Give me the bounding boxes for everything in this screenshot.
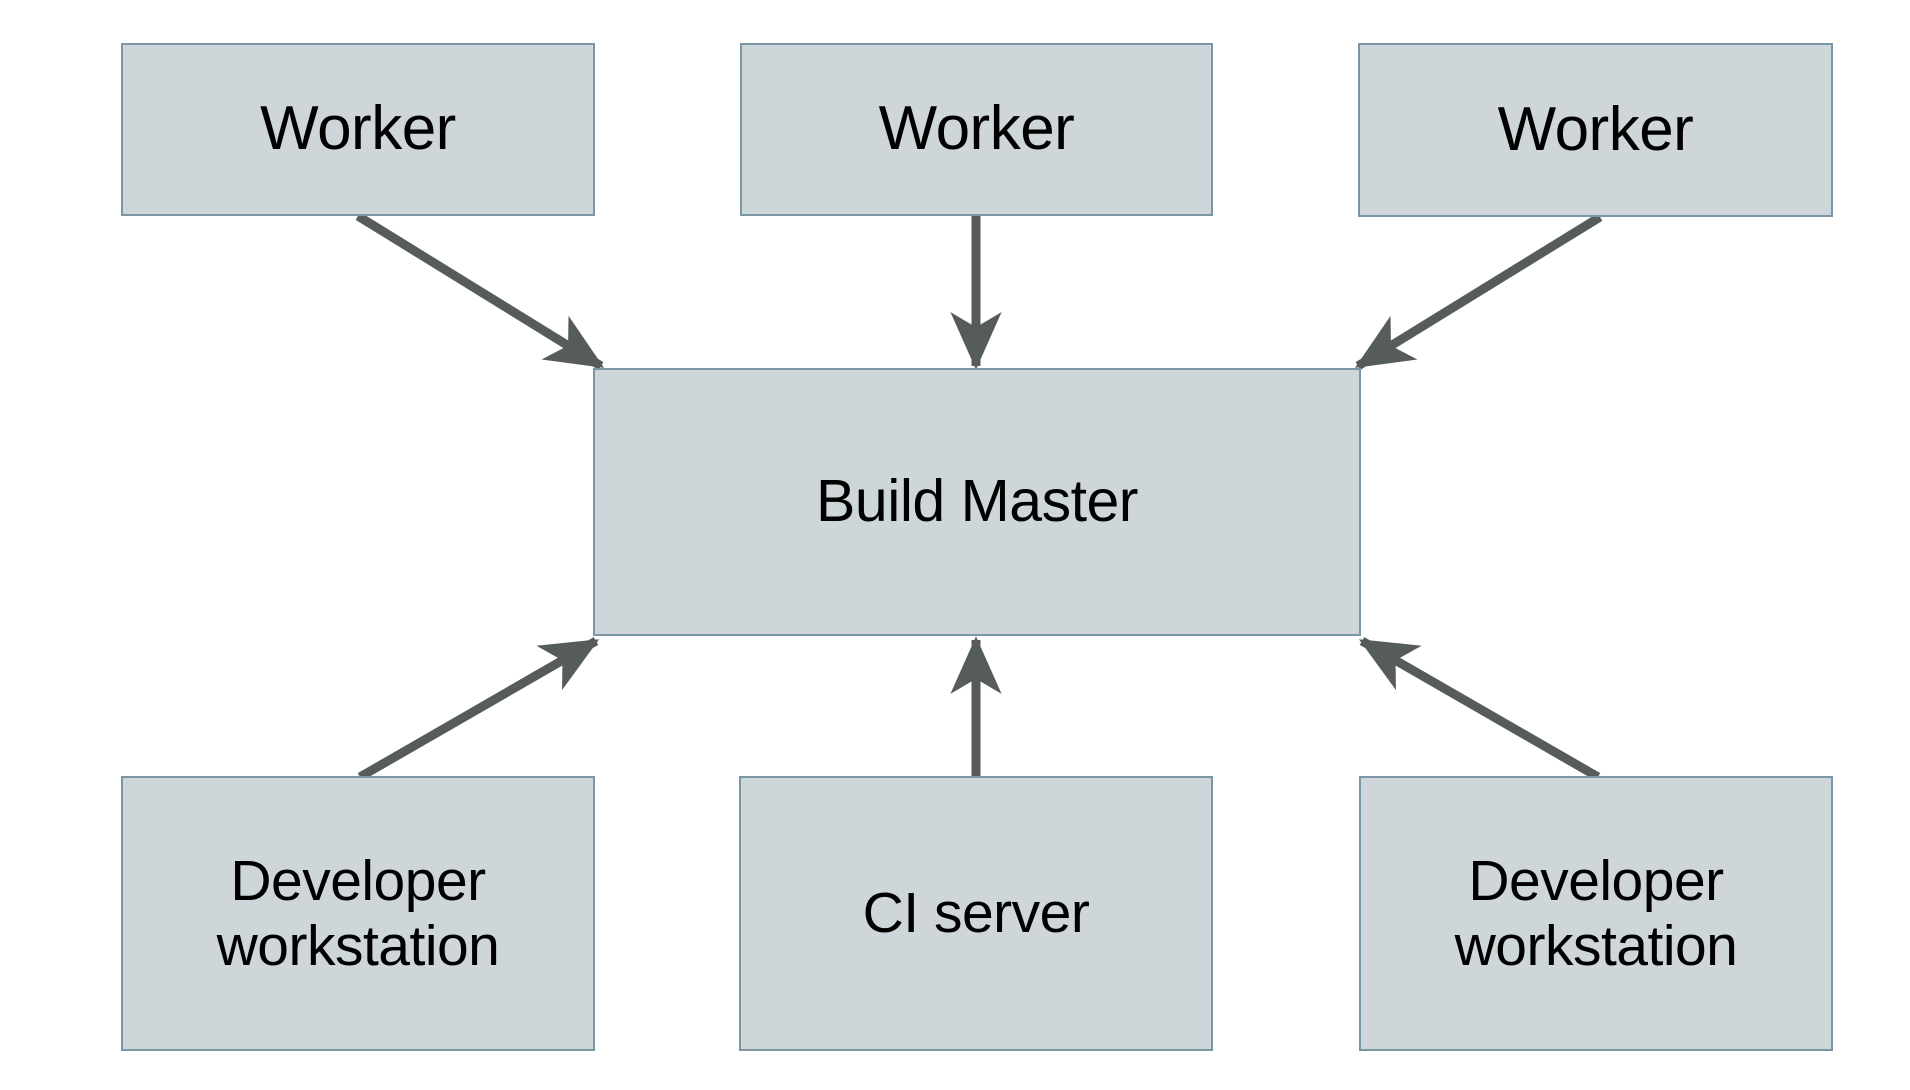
edge-worker-3-to-build-master — [1354, 213, 1603, 370]
edge-developer-workstation-left-to-build-master — [357, 637, 600, 781]
edge-worker-1-to-build-master — [355, 212, 605, 370]
node-label-ci-server: CI server — [862, 881, 1090, 946]
node-label-worker-1: Worker — [260, 94, 456, 164]
edge-developer-workstation-right-to-build-master — [1358, 637, 1601, 781]
node-worker-1[interactable]: Worker — [121, 43, 595, 216]
node-developer-workstation-left[interactable]: Developer workstation — [121, 776, 595, 1051]
node-worker-3[interactable]: Worker — [1358, 43, 1833, 217]
node-developer-workstation-right[interactable]: Developer workstation — [1359, 776, 1833, 1051]
node-label-developer-workstation-left: Developer workstation — [216, 848, 500, 978]
node-label-developer-workstation-right: Developer workstation — [1454, 848, 1738, 978]
node-label-worker-2: Worker — [878, 94, 1075, 164]
node-worker-2[interactable]: Worker — [740, 43, 1213, 216]
node-ci-server[interactable]: CI server — [739, 776, 1213, 1051]
node-label-build-master: Build Master — [816, 468, 1138, 535]
node-label-worker-3: Worker — [1497, 94, 1694, 164]
node-build-master[interactable]: Build Master — [593, 368, 1361, 636]
